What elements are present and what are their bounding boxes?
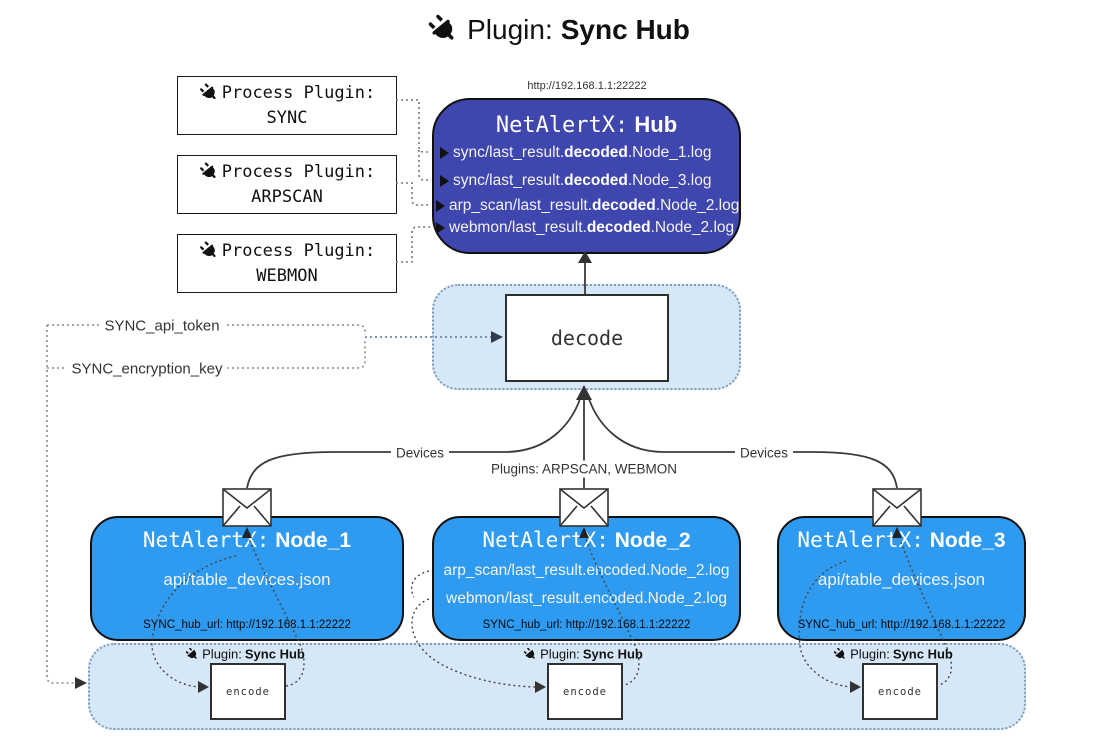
process-plugin-arpscan: Process Plugin: ARPSCAN bbox=[177, 155, 397, 214]
process-plugin-name: SYNC bbox=[266, 107, 308, 128]
plug-icon bbox=[198, 83, 219, 104]
node-line: api/table_devices.json bbox=[163, 570, 331, 589]
hub-node: NetAlertX: Hub sync/last_result.decoded.… bbox=[432, 98, 741, 254]
edge-label-plugins: Plugins: ARPSCAN, WEBMON bbox=[485, 460, 683, 478]
encoder-label-2: Plugin:Sync Hub bbox=[523, 647, 643, 662]
page-title-name: Sync Hub bbox=[560, 14, 690, 45]
node-line: webmon/last_result.encoded.Node_2.log bbox=[446, 590, 727, 607]
arrowhead-into-band bbox=[75, 677, 87, 689]
edge-label-devices-right: Devices bbox=[734, 444, 794, 462]
hub-log-line: sync/last_result.decoded.Node_3.log bbox=[440, 172, 736, 190]
plugin-to-hub-connectors bbox=[396, 99, 431, 263]
encoder-label-1: Plugin:Sync Hub bbox=[185, 647, 305, 662]
node-3: NetAlertX: Node_3 api/table_devices.json… bbox=[777, 516, 1026, 641]
node-title: NetAlertX: Node_3 bbox=[797, 528, 1006, 552]
log-arrow-icon bbox=[440, 175, 449, 187]
plug-icon bbox=[523, 647, 538, 661]
setting-api-token: SYNC_api_token bbox=[99, 316, 225, 336]
node-hub-url: SYNC_hub_url: http://192.168.1.1:22222 bbox=[482, 619, 691, 631]
page-title-prefix: Plugin: bbox=[467, 14, 553, 45]
process-plugin-label: Process Plugin: bbox=[221, 240, 376, 261]
node-title: NetAlertX: Node_2 bbox=[482, 528, 691, 552]
hub-title-name: Hub bbox=[634, 112, 678, 137]
hub-title: NetAlertX: Hub bbox=[434, 112, 739, 138]
encode-box-1: encode bbox=[210, 663, 286, 720]
process-plugin-webmon: Process Plugin: WEBMON bbox=[177, 234, 397, 293]
hub-log-line: sync/last_result.decoded.Node_1.log bbox=[440, 144, 736, 162]
setting-encryption-key: SYNC_encryption_key bbox=[66, 359, 228, 379]
page-title: Plugin: Sync Hub bbox=[0, 14, 1117, 46]
plug-icon bbox=[198, 162, 219, 183]
process-plugin-sync: Process Plugin: SYNC bbox=[177, 76, 397, 135]
encode-box-2: encode bbox=[547, 663, 623, 720]
log-arrow-icon bbox=[436, 200, 445, 212]
process-plugin-label: Process Plugin: bbox=[221, 161, 376, 182]
hub-log-line: arp_scan/last_result.decoded.Node_2.log bbox=[436, 197, 739, 215]
node-1: NetAlertX: Node_1 api/table_devices.json… bbox=[90, 516, 404, 641]
log-arrow-icon bbox=[436, 222, 445, 234]
node-2: NetAlertX: Node_2 arp_scan/last_result.e… bbox=[432, 516, 741, 641]
plug-icon bbox=[185, 647, 200, 661]
hub-url: http://192.168.1.1:22222 bbox=[527, 80, 647, 92]
node-hub-url: SYNC_hub_url: http://192.168.1.1:22222 bbox=[143, 619, 351, 631]
node-hub-url: SYNC_hub_url: http://192.168.1.1:22222 bbox=[797, 619, 1006, 631]
log-arrow-icon bbox=[440, 147, 449, 159]
decode-box: decode bbox=[505, 294, 669, 382]
plug-icon bbox=[198, 241, 219, 262]
encode-box-3: encode bbox=[862, 663, 938, 720]
encoder-label-3: Plugin:Sync Hub bbox=[833, 647, 953, 662]
edge-label-devices-left: Devices bbox=[390, 444, 450, 462]
process-plugin-label: Process Plugin: bbox=[221, 82, 376, 103]
hub-title-prefix: NetAlertX: bbox=[495, 113, 629, 138]
plug-icon bbox=[833, 647, 848, 661]
node-line: arp_scan/last_result.encoded.Node_2.log bbox=[443, 562, 730, 579]
node-title: NetAlertX: Node_1 bbox=[142, 528, 352, 552]
node-line: api/table_devices.json bbox=[817, 570, 986, 589]
hub-log-line: webmon/last_result.decoded.Node_2.log bbox=[436, 219, 734, 237]
process-plugin-name: ARPSCAN bbox=[251, 186, 323, 207]
process-plugin-name: WEBMON bbox=[256, 265, 318, 286]
plug-icon bbox=[427, 14, 460, 46]
